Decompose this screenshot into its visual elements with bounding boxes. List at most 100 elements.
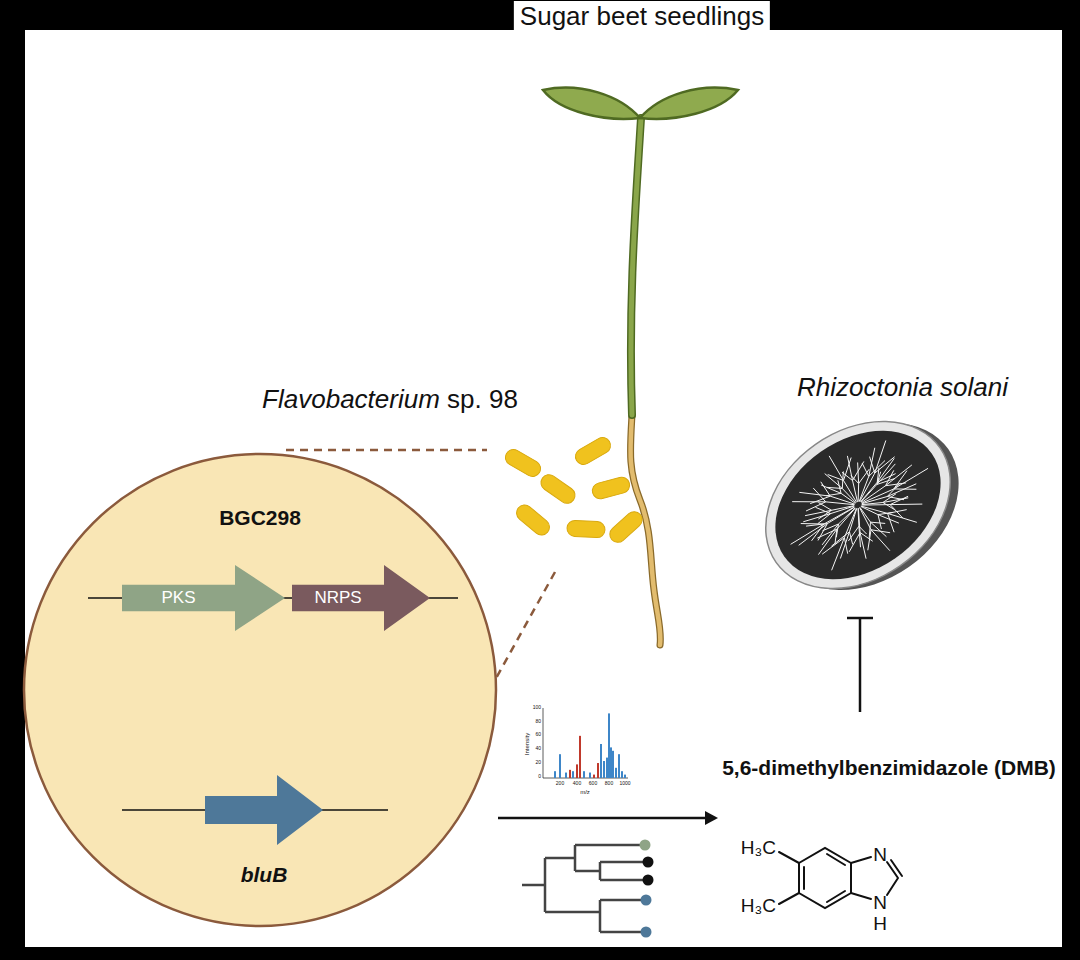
hypha-branch — [870, 457, 875, 473]
spectrum-bar — [572, 771, 574, 778]
node-label: NRPS — [292, 565, 384, 631]
bacterium — [513, 502, 552, 539]
tree-tip — [643, 875, 654, 886]
node-label: 5,6-dimethylbenzimidazole (DMB) — [718, 754, 1060, 781]
hypha-branch — [828, 475, 844, 481]
organism-label: Flavobacterium sp. 98 — [262, 386, 518, 412]
hypha-branch — [801, 523, 824, 524]
gene-arrow-shape — [292, 565, 430, 631]
spectrum-bar — [603, 761, 605, 778]
hypha — [861, 464, 895, 502]
node-label: bluB — [205, 863, 323, 887]
hypha — [861, 458, 895, 501]
atom-label: H₃C — [741, 896, 776, 915]
hypha-branch — [878, 515, 881, 529]
chart-label: 60 — [535, 732, 541, 737]
hypha-branch — [818, 510, 831, 519]
hypha-branch — [818, 503, 831, 511]
hypha-branch — [851, 476, 859, 484]
hypha — [799, 507, 855, 545]
spectrum-bar — [600, 744, 602, 778]
spectrum-bar — [608, 713, 610, 778]
hypha-branch — [870, 522, 885, 523]
petri-dish — [734, 384, 991, 628]
spectrum-bars — [554, 713, 626, 778]
spectrum-bar — [612, 751, 614, 778]
hypha-branch — [890, 496, 908, 504]
tree-tip — [640, 840, 651, 851]
hypha — [821, 485, 855, 503]
hypha-branch — [887, 483, 900, 497]
spectrum-bar — [606, 758, 608, 778]
hypha — [825, 474, 856, 503]
bacterium — [503, 447, 544, 480]
bacterium — [607, 508, 646, 545]
hypha-branch — [862, 463, 869, 476]
hypha-branch — [821, 482, 830, 496]
tree-tip — [643, 857, 654, 868]
chart-label: 400 — [573, 781, 581, 786]
spectrum-bar — [559, 754, 561, 778]
zoom-line — [286, 449, 487, 452]
connector-line — [498, 817, 707, 820]
dish-rim — [734, 387, 983, 623]
hypha-branch — [859, 526, 867, 534]
hypha — [860, 440, 886, 501]
spectrum-bar — [621, 771, 623, 778]
hypha — [818, 508, 855, 554]
spectrum-bar — [615, 768, 617, 778]
methyl-bonds — [779, 852, 799, 904]
hypha-branch — [878, 512, 893, 514]
bacterium — [538, 472, 578, 507]
spectrum-bar — [569, 770, 571, 778]
spectrum-bar — [576, 764, 578, 778]
node-label: BGC298 — [22, 506, 498, 530]
spectrum-bar — [583, 771, 585, 778]
chart-label: 800 — [605, 781, 613, 786]
hypha-branch — [894, 471, 907, 489]
hypha-branch — [810, 496, 830, 503]
chart-label: 20 — [535, 760, 541, 765]
bacteria — [503, 435, 646, 546]
hypha-branch — [826, 493, 841, 495]
spectrum-bar — [593, 775, 595, 778]
plant-label: Sugar beet seedlings — [514, 1, 770, 31]
hypha — [862, 484, 916, 504]
hypha-branch — [844, 538, 847, 554]
hypha-branch — [806, 502, 826, 511]
hypha-branch — [842, 472, 853, 480]
hypha — [859, 448, 875, 502]
hypha — [860, 508, 890, 551]
hypha-branch — [849, 532, 852, 545]
hypha — [829, 456, 856, 502]
node-label: Rhizoctonia solani — [755, 372, 1050, 403]
chart-label: 600 — [589, 781, 597, 786]
stem — [631, 118, 641, 415]
hypha-branch — [849, 533, 860, 552]
hypha — [847, 456, 857, 502]
cotyledon-right — [640, 88, 738, 119]
chart-label: 200 — [556, 781, 564, 786]
arrowhead — [705, 811, 718, 825]
hypha-branch — [877, 472, 881, 485]
hypha-branch — [831, 532, 849, 546]
spectrum-bar — [624, 775, 626, 778]
hypha-branch — [877, 478, 895, 484]
pks-gene-arrow: PKS — [122, 565, 285, 631]
hypha-branch — [883, 494, 896, 503]
dish-agar — [747, 400, 969, 610]
spectrum-bar — [597, 763, 599, 778]
chart-label: 100 — [533, 705, 541, 710]
tree-tip — [641, 927, 652, 938]
mass-spectrum — [543, 708, 628, 778]
chart-label: 80 — [535, 719, 541, 724]
hypha-branch — [888, 513, 895, 532]
pathogen-block: Rhizoctonia solani — [755, 368, 1050, 618]
atom-label: H — [873, 914, 887, 933]
stem-outline — [631, 118, 641, 415]
axis — [543, 708, 544, 778]
chart-label: 40 — [535, 746, 541, 751]
spectrum-bar — [579, 736, 581, 778]
phylogenetic-tree — [522, 845, 643, 932]
